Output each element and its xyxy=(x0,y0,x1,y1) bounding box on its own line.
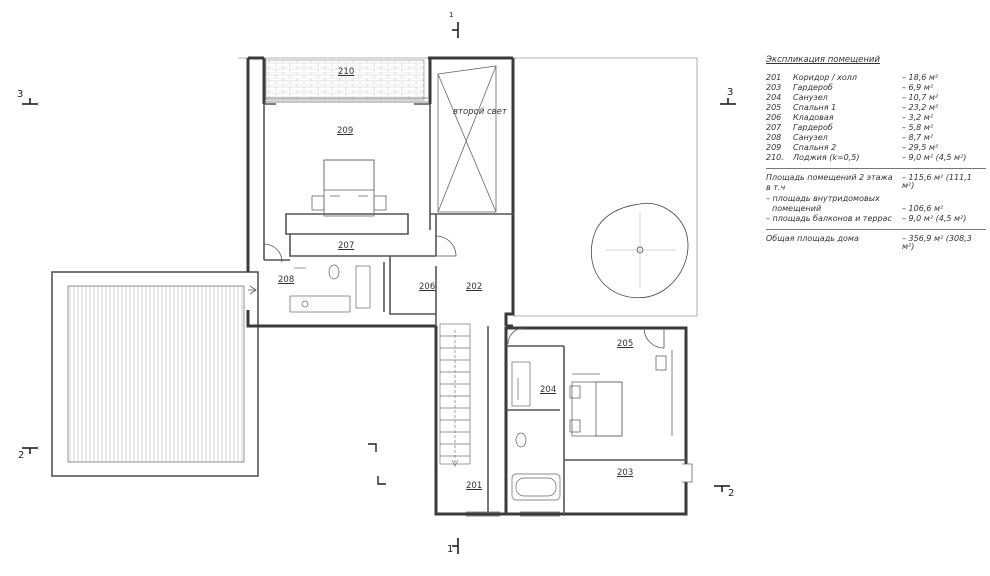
legend-item-number: 201 xyxy=(766,72,782,82)
room-legend: Экспликация помещений 201 Коридор / холл –… xyxy=(766,55,986,250)
section-markers xyxy=(22,22,736,554)
section-2-left: 2 xyxy=(18,450,25,461)
legend-item-area: – 3,2 м² xyxy=(902,112,934,122)
legend-item-name: Гардероб xyxy=(793,122,833,132)
legend-item: 210. Лоджия (k=0,5) – 9,0 м² (4,5 м²) xyxy=(766,154,986,164)
legend-item-name: Коридор / холл xyxy=(793,72,857,82)
legend-balcony-value: – 9,0 м² (4,5 м²) xyxy=(902,213,967,223)
legend-item-area: – 10,7 м² xyxy=(902,92,939,102)
terrace xyxy=(51,271,259,477)
legend-item-name: Кладовая xyxy=(793,112,834,122)
room-label-202: 202 xyxy=(466,282,483,292)
legend-item-number: 209 xyxy=(766,143,782,153)
legend-item-number: 203 xyxy=(766,82,782,92)
legend-item: 204 Санузел – 10,7 м² xyxy=(766,92,986,104)
bed-205 xyxy=(569,350,673,437)
legend-item-name: Гардероб xyxy=(793,82,833,92)
room-label-201: 201 xyxy=(466,481,483,491)
legend-item: 201 Коридор / холл – 18,6 м² xyxy=(766,72,986,84)
legend-item-number: 206 xyxy=(766,112,782,122)
legend-item-name: Спальня 2 xyxy=(793,143,837,153)
legend-floor-area-row: Площадь помещений 2 этажа – 115,6 м² (11… xyxy=(766,173,986,190)
walls xyxy=(246,56,688,516)
legend-balcony-row: – площадь балконов и террас – 9,0 м² (4,… xyxy=(766,213,986,225)
legend-item: 209 Спальня 2 – 29,5 м² xyxy=(766,144,986,154)
legend-item-number: 205 xyxy=(766,102,782,112)
legend-item: 208 Санузел – 8,7 м² xyxy=(766,134,986,144)
staircase xyxy=(439,323,471,467)
legend-internal-row-1: – площадь внутридомовых xyxy=(766,193,986,205)
legend-item-number: 204 xyxy=(766,92,782,102)
legend-item-area: – 23,2 м² xyxy=(902,102,939,112)
room-label-207: 207 xyxy=(338,241,355,251)
legend-item: 206 Кладовая – 3,2 м² xyxy=(766,112,986,124)
legend-item-number: 210. xyxy=(766,153,784,163)
room-label-204: 204 xyxy=(540,385,557,395)
legend-internal-value: – 106,6 м² xyxy=(902,203,944,213)
section-1-top: 1 xyxy=(449,11,454,19)
legend-item: 205 Спальня 1 – 23,2 м² xyxy=(766,102,986,114)
legend-internal-row-2: помещений – 106,6 м² xyxy=(766,203,986,215)
legend-item: 203 Гардероб – 6,9 м² xyxy=(766,82,986,94)
legend-item-number: 208 xyxy=(766,133,782,143)
legend-item-area: – 29,5 м² xyxy=(902,143,939,153)
section-2-right: 2 xyxy=(728,488,735,499)
legend-total-row: Общая площадь дома – 356,9 м² (308,3 м²) xyxy=(766,233,986,250)
legend-incl-label: в т.ч xyxy=(766,183,786,193)
windows xyxy=(266,97,693,517)
room-label-second-light: второй свет xyxy=(453,107,507,117)
room-label-209: 209 xyxy=(337,126,354,136)
legend-item-area: – 18,6 м² xyxy=(902,72,939,82)
interior-walls xyxy=(263,103,686,514)
room-label-210: 210 xyxy=(338,67,355,77)
legend-incl-row: в т.ч xyxy=(766,184,986,194)
legend-divider-2 xyxy=(766,228,986,230)
legend-item-area: – 9,0 м² (4,5 м²) xyxy=(902,153,967,163)
section-1-bottom: 1 xyxy=(447,544,454,555)
legend-item: 207 Гардероб – 5,8 м² xyxy=(766,122,986,134)
legend-total-value: – 356,9 м² (308,3 м²) xyxy=(902,233,972,251)
legend-internal-label-2: помещений xyxy=(772,203,822,213)
section-3-left: 3 xyxy=(17,89,24,100)
legend-item-area: – 6,9 м² xyxy=(902,82,934,92)
legend-item-number: 207 xyxy=(766,122,782,132)
legend-internal-label-1: – площадь внутридомовых xyxy=(766,193,880,203)
legend-item-area: – 5,8 м² xyxy=(902,122,934,132)
legend-divider xyxy=(766,168,986,170)
legend-item-name: Лоджия (k=0,5) xyxy=(793,153,860,163)
loggia-hatch xyxy=(265,59,425,101)
room-label-205: 205 xyxy=(617,339,634,349)
legend-total-label: Общая площадь дома xyxy=(766,233,859,243)
room-label-208: 208 xyxy=(278,275,295,285)
section-3-right: 3 xyxy=(727,87,734,98)
legend-floor-area-label: Площадь помещений 2 этажа xyxy=(766,173,893,183)
room-label-203: 203 xyxy=(617,468,634,478)
room-label-206: 206 xyxy=(419,282,436,292)
bath-204-fixtures xyxy=(511,361,561,501)
legend-item-name: Санузел xyxy=(793,133,828,143)
legend-title: Экспликация помещений xyxy=(766,55,880,65)
tree xyxy=(590,202,689,299)
legend-item-name: Спальня 1 xyxy=(793,102,837,112)
void-second-light xyxy=(437,65,497,213)
bed-209 xyxy=(311,159,387,217)
legend-floor-area-value: – 115,6 м² (111,1 м²) xyxy=(902,173,972,191)
bath-208-fixtures xyxy=(289,264,371,313)
corner-marks xyxy=(368,443,386,485)
legend-item-name: Санузел xyxy=(793,92,828,102)
doors xyxy=(248,235,665,349)
legend-balcony-label: – площадь балконов и террас xyxy=(766,213,892,223)
legend-item-area: – 8,7 м² xyxy=(902,133,934,143)
